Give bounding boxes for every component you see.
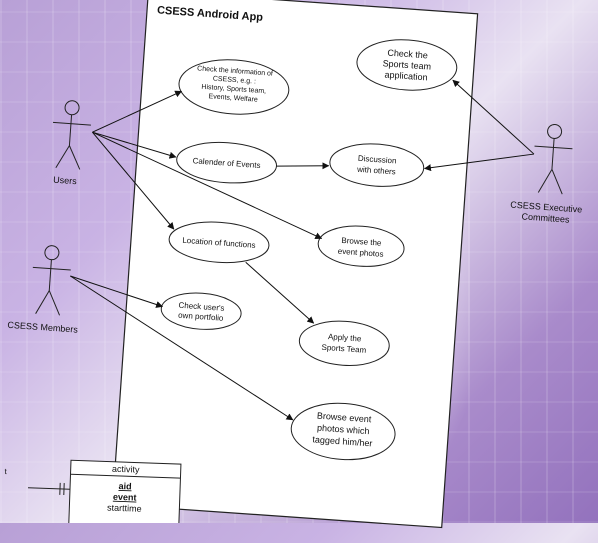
erd-field-event: event — [113, 492, 137, 503]
erd-side-label: t — [4, 467, 7, 476]
erd-entity-name: activity — [112, 464, 140, 475]
erd-field-starttime: starttime — [107, 503, 142, 514]
erd-fragment: t activity aid event starttime — [0, 0, 598, 523]
erd-field-aid: aid — [118, 481, 131, 491]
